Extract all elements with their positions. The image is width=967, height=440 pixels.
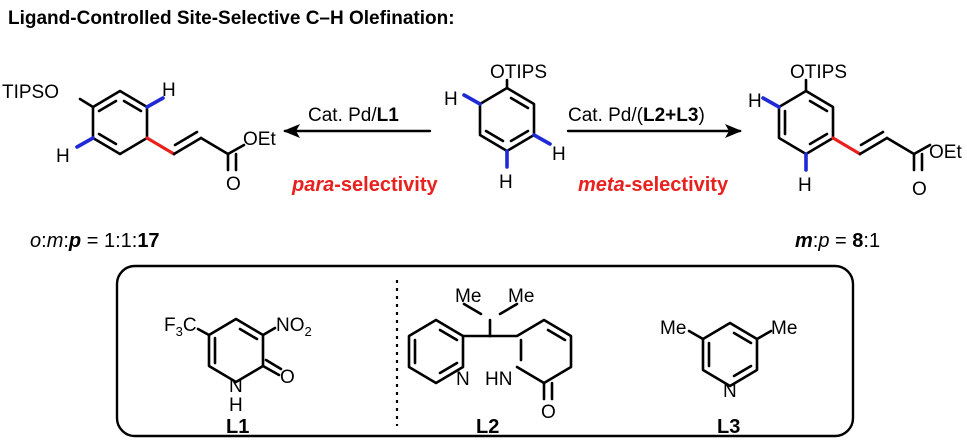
- ligand-box: [115, 264, 855, 438]
- right-carbonyl-o: O: [912, 179, 927, 200]
- left-product-molecule: TIPSO H H OEt O: [2, 80, 276, 195]
- l2-pyridine-n: N: [456, 369, 470, 390]
- l3-pyridine-n: N: [723, 381, 737, 402]
- ligand-l1-structure: F3C NO2 O N H: [164, 315, 312, 416]
- left-oet-label: OEt: [243, 129, 276, 150]
- para-selectivity-label: para-selectivity: [291, 174, 439, 196]
- substrate-otips-label: OTIPS: [490, 62, 547, 83]
- substrate-h-ortho: H: [444, 89, 458, 110]
- left-h-bottom: H: [56, 146, 70, 167]
- l1-cf3-label: F3C: [164, 315, 197, 339]
- right-oet-label: OEt: [929, 142, 962, 163]
- ligand-l1-name: L1: [226, 416, 249, 438]
- l2-hn-label: HN: [485, 369, 512, 390]
- right-reaction-arrow: Cat. Pd/(L2+L3): [566, 105, 742, 138]
- right-h-bottom: H: [798, 175, 812, 196]
- substrate-h-meta: H: [552, 144, 566, 165]
- l2-me-left: Me: [455, 286, 481, 307]
- l2-carbonyl-o: O: [541, 402, 556, 423]
- left-h-top: H: [162, 80, 176, 101]
- substrate-h-para: H: [499, 172, 513, 193]
- l3-me-right: Me: [771, 318, 797, 339]
- right-product-molecule: OTIPS H H OEt O: [748, 62, 962, 200]
- substrate-molecule: OTIPS H H H: [444, 62, 566, 193]
- l1-nh-n: N: [229, 376, 243, 397]
- l3-me-left: Me: [660, 318, 686, 339]
- l2-me-right: Me: [508, 286, 534, 307]
- left-conditions: Cat. Pd/L1: [308, 105, 399, 126]
- l1-carbonyl-o: O: [280, 367, 295, 388]
- l1-nh-h: H: [229, 395, 243, 416]
- right-ratio: m:p = 8:1: [795, 230, 880, 252]
- ligand-l3-structure: Me Me N: [660, 318, 797, 402]
- l1-no2-label: NO2: [276, 315, 312, 339]
- left-ratio: o:m:p = 1:1:17: [30, 230, 160, 252]
- meta-selectivity-label: meta-selectivity: [578, 174, 729, 196]
- ligand-l2-structure: Me Me N HN O: [407, 286, 573, 423]
- left-carbonyl-o: O: [226, 174, 241, 195]
- ligand-l3-name: L3: [717, 416, 740, 438]
- right-conditions: Cat. Pd/(L2+L3): [568, 105, 705, 126]
- right-otips-label: OTIPS: [790, 62, 847, 83]
- left-reaction-arrow: Cat. Pd/L1: [283, 105, 432, 138]
- scheme-title: Ligand-Controlled Site-Selective C–H Ole…: [8, 8, 455, 29]
- right-h-top: H: [748, 91, 762, 112]
- ligand-l2-name: L2: [476, 416, 499, 438]
- left-tipso-label: TIPSO: [2, 82, 59, 103]
